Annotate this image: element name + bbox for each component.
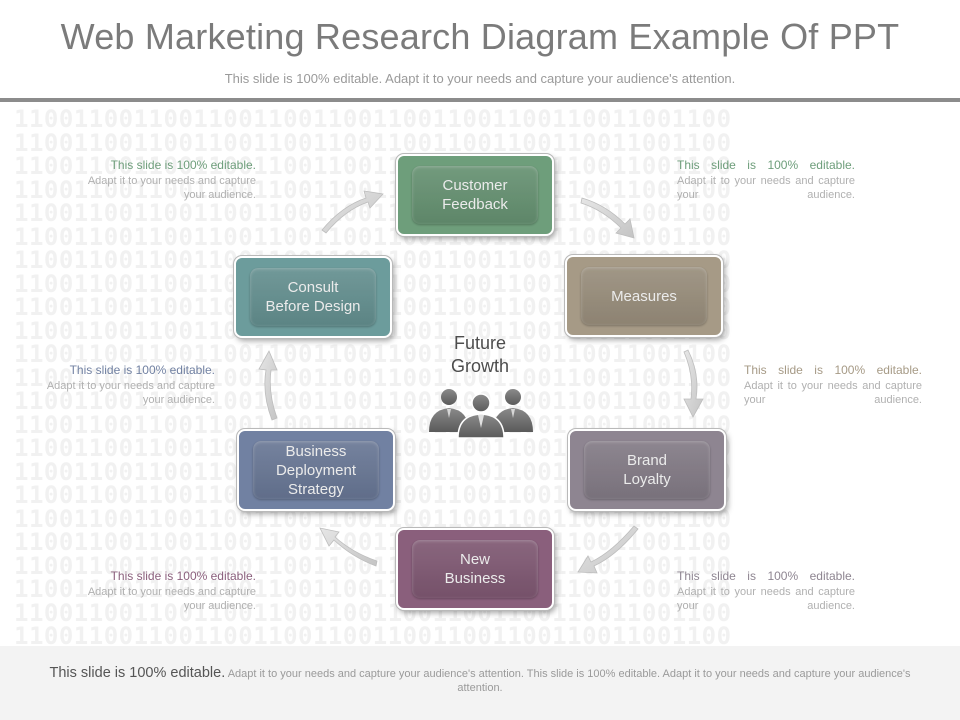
note-body: Adapt it to your needs and capture your … [46,379,215,407]
people-group-icon [429,389,533,438]
step-measures[interactable]: Measures [565,255,723,337]
cycle-arrows [258,190,704,574]
diagram-canvas: 1100110011001100110011001100110011001100… [0,102,960,646]
slide-title: Web Marketing Research Diagram Example O… [60,16,900,57]
note-lead: This slide is 100% editable. [69,363,215,377]
step-measures-label: Measures [581,267,707,325]
header-divider [0,98,960,102]
note-lead: This slide is 100% editable. [677,569,855,583]
note-middle-right: This slide is 100% editable. Adapt it to… [744,363,922,408]
note-bottom-right: This slide is 100% editable. Adapt it to… [677,569,855,614]
note-middle-left: This slide is 100% editable. Adapt it to… [37,363,215,408]
center-label: Future Growth [450,333,510,376]
footer-lead: This slide is 100% editable. [49,665,226,681]
slide-footer: This slide is 100% editable. Adapt it to… [0,646,960,720]
note-body: Adapt it to your needs and capture your … [677,585,855,613]
arrow-feedback-to-measures [580,197,635,239]
note-lead: This slide is 100% editable. [110,158,256,172]
note-lead: This slide is 100% editable. [677,158,855,172]
arrow-deployment-to-consult [258,350,278,421]
footer-text: This slide is 100% editable. Adapt it to… [30,666,930,695]
note-top-left: This slide is 100% editable. Adapt it to… [78,158,256,203]
note-lead: This slide is 100% editable. [744,363,922,377]
note-top-right: This slide is 100% editable. Adapt it to… [677,158,855,203]
note-body: Adapt it to your needs and capture your … [87,174,256,202]
note-bottom-left: This slide is 100% editable. Adapt it to… [78,569,256,614]
slide-subtitle: This slide is 100% editable. Adapt it to… [224,71,736,86]
slide-header: Web Marketing Research Diagram Example O… [0,0,960,100]
note-body: Adapt it to your needs and capture your … [87,585,256,613]
note-lead: This slide is 100% editable. [110,569,256,583]
note-body: Adapt it to your needs and capture your … [677,174,855,202]
arrow-measures-to-loyalty [683,349,704,418]
arrow-new-to-deployment [319,527,378,567]
note-body: Adapt it to your needs and capture your … [744,379,922,407]
arrow-consult-to-feedback [321,190,384,234]
arrow-loyalty-to-new [577,525,639,574]
footer-body: Adapt it to your needs and capture your … [227,668,911,694]
